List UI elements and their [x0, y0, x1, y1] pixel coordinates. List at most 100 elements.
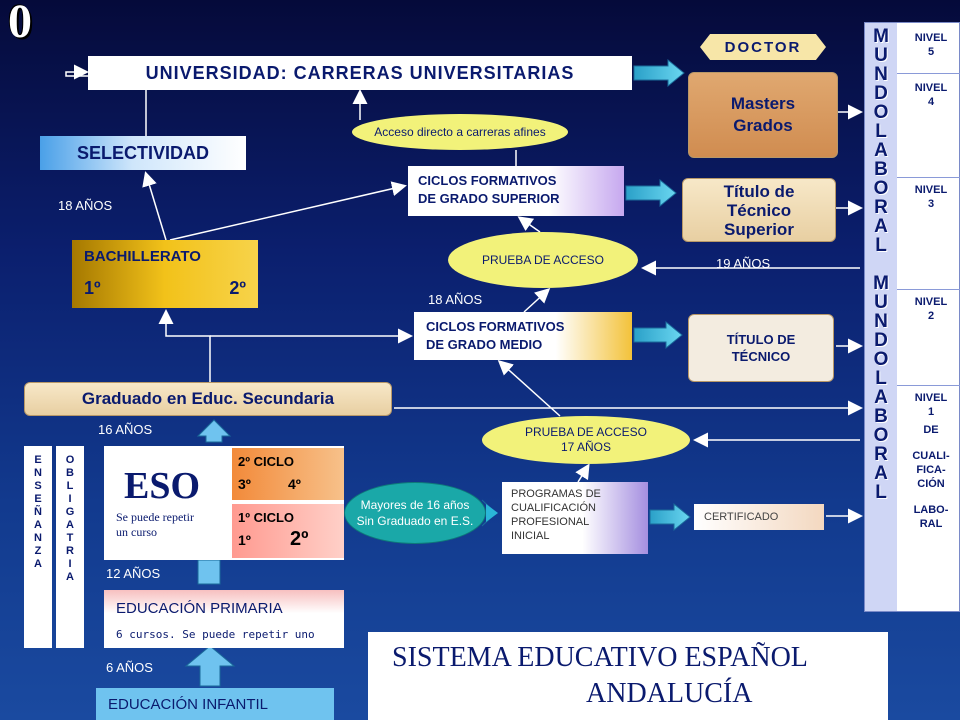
eso-ciclo1: 1º CICLO 1º 2º: [232, 504, 344, 558]
titsup-line2: Técnico: [726, 200, 792, 220]
nivel-divider: [897, 385, 960, 386]
line-graduado-bach: [158, 309, 211, 382]
bach-title: BACHILLERATO: [84, 248, 201, 265]
mundo-letter: A: [874, 140, 888, 161]
masters-line1: Masters: [730, 94, 796, 113]
line-bach-cfgs: [169, 181, 407, 241]
ens-letter: N: [34, 532, 42, 544]
line-selectividad-universidad: [65, 64, 147, 136]
nivel-label: NIVEL: [914, 296, 948, 308]
tittec-line1: TÍTULO DE: [726, 332, 796, 347]
ciclo-superior-box: CICLOS FORMATIVOS DE GRADO SUPERIOR: [408, 166, 624, 216]
nivel-divider: [897, 73, 960, 74]
ciclo1-a: 1º: [238, 532, 251, 548]
mayores-line2: Sin Graduado en E.S.: [356, 514, 474, 528]
obl-letter: I: [68, 558, 72, 570]
primaria-title: EDUCACIÓN PRIMARIA: [116, 600, 283, 617]
bachillerato-box: BACHILLERATO 1º 2º: [72, 240, 258, 308]
ens-letter: S: [34, 480, 42, 492]
infantil-box: EDUCACIÓN INFANTIL: [96, 688, 334, 720]
slide-title-box: SISTEMA EDUCATIVO ESPAÑOL ANDALUCÍA: [368, 632, 888, 720]
mayores-ellipse: Mayores de 16 años Sin Graduado en E.S.: [344, 482, 486, 544]
mundo-letter: L: [875, 482, 887, 503]
pcpi-line: PROGRAMAS DE: [511, 488, 601, 500]
masters-scroll: Masters Grados: [688, 72, 838, 158]
prueba2-line1: PRUEBA DE ACCESO: [524, 425, 648, 439]
titulo-tecnico-scroll: TÍTULO DE TÉCNICO: [688, 314, 834, 382]
mundo-letter: A: [874, 463, 888, 484]
obl-letter: G: [65, 506, 75, 518]
selectividad-box: SELECTIVIDAD: [40, 136, 246, 170]
nivel-num: 2: [927, 310, 935, 322]
doctor-banner: DOCTOR: [700, 34, 826, 60]
mundo-letter: R: [874, 197, 888, 218]
ens-letter: Ñ: [34, 506, 42, 518]
mundo-letter: A: [874, 387, 888, 408]
universidad-box: UNIVERSIDAD: CARRERAS UNIVERSITARIAS: [88, 56, 632, 90]
eso-note-line2: un curso: [116, 525, 157, 539]
certificado-box: CERTIFICADO: [694, 504, 824, 530]
eso-note: Se puede repetir un curso: [116, 510, 194, 540]
arrow-uni-masters: [633, 58, 685, 88]
mundo-gap: [865, 255, 897, 274]
primaria-subtitle: 6 cursos. Se puede repetir uno: [116, 628, 315, 641]
masters-line2: Grados: [733, 116, 793, 135]
title-line2: ANDALUCÍA: [586, 678, 753, 709]
prueba2-line2: 17 AÑOS: [560, 440, 611, 454]
pcpi-line: CUALIFICACIÓN: [511, 502, 596, 514]
age-18-left: 18 AÑOS: [58, 198, 113, 213]
nivel-cuali: FICA-: [916, 464, 946, 476]
eso-title: ESO: [124, 465, 201, 507]
obl-letter: I: [68, 493, 72, 505]
mundo-letter: L: [875, 235, 887, 256]
ens-letter: A: [34, 558, 42, 570]
nivel-cuali: CIÓN: [917, 478, 945, 490]
mundo-letter: O: [873, 178, 889, 199]
nivel-divider: [897, 177, 960, 178]
pcpi-line: PROFESIONAL: [511, 516, 590, 528]
mundo-letter: A: [874, 216, 888, 237]
titulo-superior-scroll: Título de Técnico Superior: [682, 178, 836, 242]
prueba-acceso-2: PRUEBA DE ACCESO 17 AÑOS: [482, 416, 690, 464]
mundo-letter: M: [873, 273, 889, 294]
mundo-letter: R: [874, 444, 888, 465]
obl-letter: B: [66, 467, 74, 479]
ensenanza-column: E N S E Ñ A N Z A: [24, 446, 52, 648]
arrow-eso-graduado: [196, 419, 232, 443]
mundo-letter: U: [874, 292, 888, 313]
mundo-letter: L: [875, 121, 887, 142]
obl-letter: A: [66, 519, 74, 531]
titsup-line3: Superior: [724, 219, 794, 239]
age-16: 16 AÑOS: [98, 422, 153, 437]
arrow-head-mayores: [486, 504, 498, 522]
ens-letter: Z: [34, 545, 42, 557]
prueba-acceso-1: PRUEBA DE ACCESO: [448, 232, 638, 288]
arrow-cfgs-titsup: [625, 178, 677, 208]
pcpi-box: PROGRAMAS DE CUALIFICACIÓN PROFESIONAL I…: [502, 482, 648, 554]
age-18-mid: 18 AÑOS: [428, 292, 483, 307]
nivel-de: DE: [923, 424, 939, 436]
mayores-line1: Mayores de 16 años: [360, 498, 470, 512]
obl-letter: A: [66, 571, 74, 583]
ens-letter: A: [34, 519, 42, 531]
obl-letter: T: [66, 532, 74, 544]
mundo-letter: L: [875, 368, 887, 389]
pcpi-line: INICIAL: [511, 530, 550, 542]
obl-letter: L: [66, 480, 74, 492]
ciclo1-b: 2º: [290, 528, 309, 550]
nivel-2: NIVEL 2: [901, 295, 960, 323]
mundo-letter: D: [874, 330, 888, 351]
nivel-label: NIVEL: [914, 392, 948, 404]
eso-ciclo2: 2º CICLO 3º 4º: [232, 448, 344, 500]
mundo-letter: U: [874, 45, 888, 66]
line-bach-selectividad: [142, 171, 167, 241]
ciclo2-title: 2º CICLO: [238, 454, 295, 469]
mundo-letter: O: [873, 102, 889, 123]
acceso-directo-ellipse: Acceso directo a carreras afines: [352, 114, 568, 150]
arrow-infantil-primaria: [184, 645, 236, 687]
bach-year1: 1º: [84, 278, 101, 298]
ciclo2-a: 3º: [238, 476, 251, 492]
nivel-divider: [897, 289, 960, 290]
ens-letter: E: [34, 493, 42, 505]
